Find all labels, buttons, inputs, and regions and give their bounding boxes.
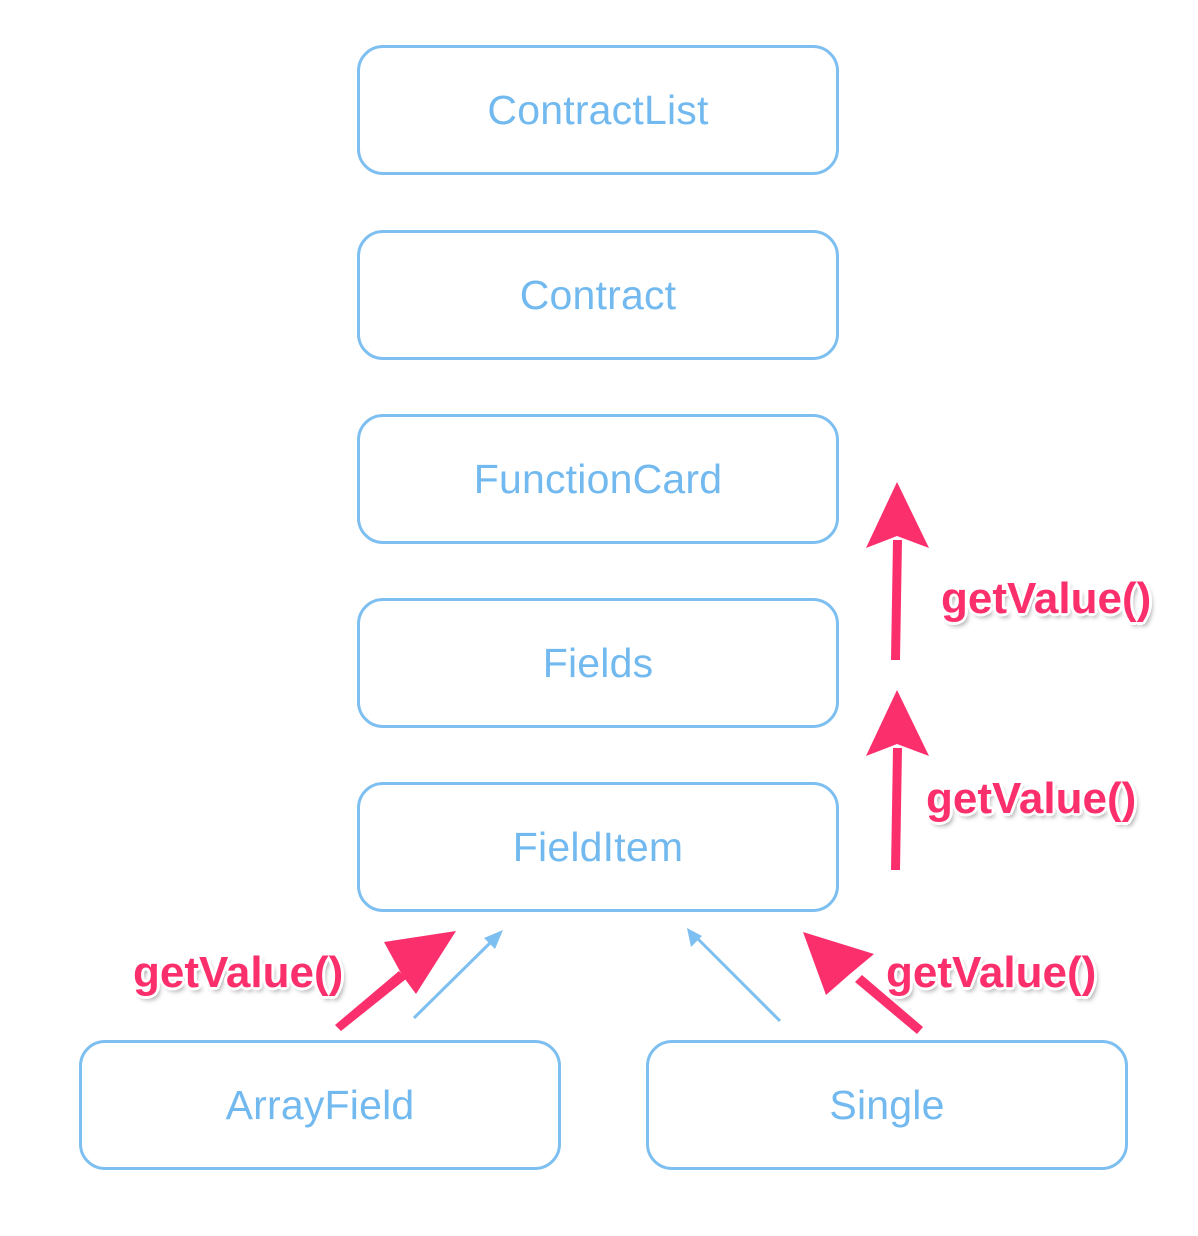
node-label-fields: Fields — [542, 639, 654, 686]
node-contract: Contract — [357, 230, 839, 360]
node-label-contract: Contract — [519, 271, 677, 318]
getvalue-label-fielditem-to-fields: getValue() — [926, 774, 1137, 823]
getvalue-label-single-to-fielditem: getValue() — [886, 948, 1097, 997]
hierarchy-arrow-arrayfield — [412, 930, 503, 1020]
value-arrow-arrayfield-to-fielditem — [335, 931, 456, 1031]
node-label-fielditem: FieldItem — [512, 823, 684, 870]
node-label-single: Single — [829, 1081, 945, 1128]
node-fields: Fields — [357, 598, 839, 728]
hierarchy-arrow-single — [687, 928, 782, 1023]
value-arrow-fields-to-functioncard — [866, 482, 929, 660]
node-label-contractlist: ContractList — [487, 86, 709, 133]
value-arrow-fielditem-to-fields — [866, 690, 929, 870]
node-label-functioncard: FunctionCard — [473, 455, 723, 502]
getvalue-label-arrayfield-to-fielditem: getValue() — [133, 948, 344, 997]
value-arrow-single-to-fielditem — [803, 932, 923, 1034]
node-single: Single — [646, 1040, 1128, 1170]
node-arrayfield: ArrayField — [79, 1040, 561, 1170]
node-fielditem: FieldItem — [357, 782, 839, 912]
node-functioncard: FunctionCard — [357, 414, 839, 544]
node-label-arrayfield: ArrayField — [225, 1081, 415, 1128]
node-contractlist: ContractList — [357, 45, 839, 175]
getvalue-label-fields-to-functioncard: getValue() — [941, 574, 1152, 623]
